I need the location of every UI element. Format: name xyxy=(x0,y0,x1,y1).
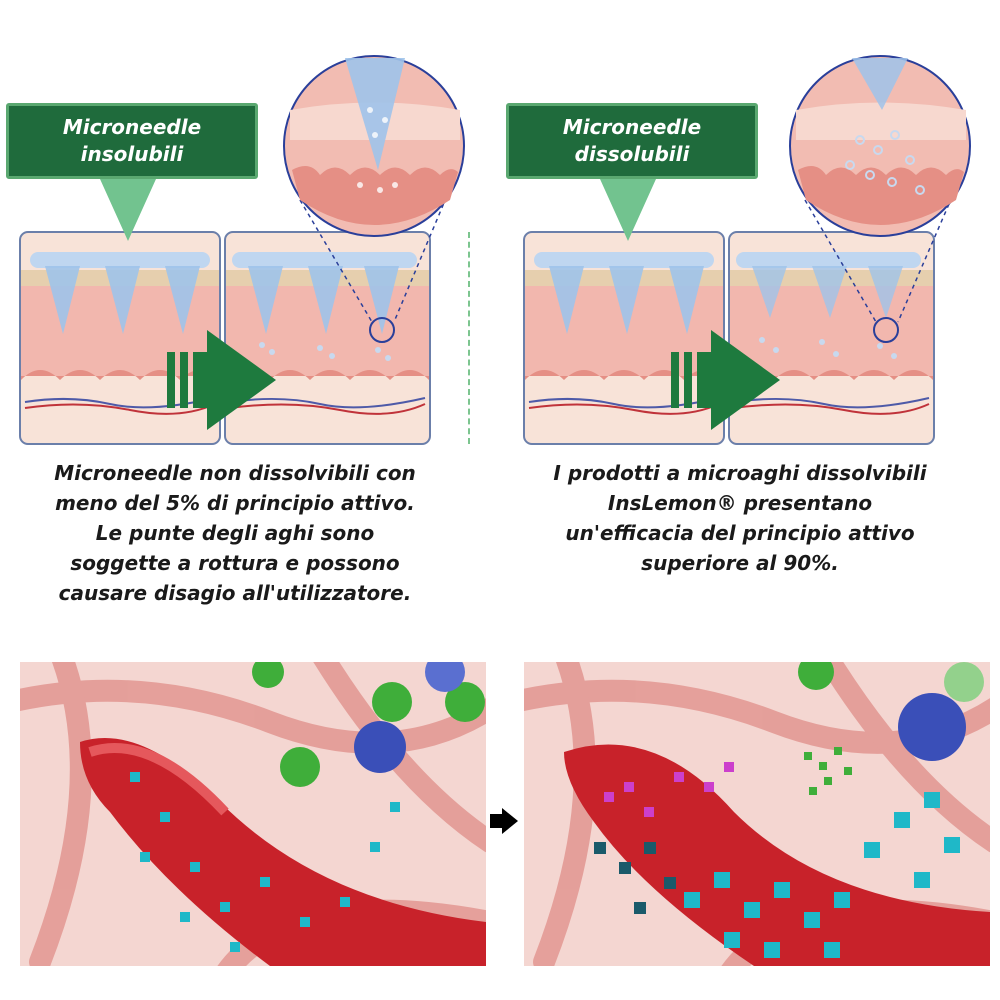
blood-vessel xyxy=(80,738,486,966)
panel-insoluble: Microneedle insolubili xyxy=(0,0,500,640)
insoluble-caption-line: meno del 5% di principio attivo. xyxy=(55,491,415,515)
insoluble-caption-line: Le punte degli aghi sono xyxy=(95,521,375,545)
insoluble-label: Microneedle insolubili xyxy=(6,103,258,179)
insoluble-label-line-1: Microneedle xyxy=(62,115,202,139)
dissolvable-label: Microneedle dissolubili xyxy=(506,103,758,179)
needle xyxy=(165,266,200,334)
insoluble-tissue-illustration xyxy=(20,662,486,966)
dissolvable-label-line-1: Microneedle xyxy=(562,115,702,139)
dissolvable-caption-line: superiore al 90%. xyxy=(641,551,839,575)
zoom-marker xyxy=(873,317,899,343)
skin-box-before xyxy=(523,231,725,445)
arrow-right-icon xyxy=(671,330,780,430)
zoom-marker xyxy=(369,317,395,343)
insoluble-label-line-2: insolubili xyxy=(80,142,184,166)
particles-dark xyxy=(594,842,676,914)
insoluble-caption-line: soggette a rottura e possono xyxy=(70,551,400,575)
dissolvable-label-line-2: dissolubili xyxy=(574,142,690,166)
insoluble-caption-line: causare disagio all'utilizzatore. xyxy=(58,581,412,605)
insoluble-caption-line: Microneedle non dissolvibili con xyxy=(54,461,416,485)
particles-cyan xyxy=(684,792,960,958)
zoom-circle xyxy=(283,55,465,323)
insoluble-skin-diagram xyxy=(19,55,465,445)
panel-divider xyxy=(468,232,470,444)
dissolvable-caption-line: InsLemon® presentano xyxy=(607,491,873,515)
skin-box-after xyxy=(224,231,431,445)
zoom-circle xyxy=(789,55,971,323)
dissolvable-caption: I prodotti a microaghi dissolvibili InsL… xyxy=(520,458,960,578)
insoluble-caption: Microneedle non dissolvibili con meno de… xyxy=(0,458,470,608)
panel-dissolvable: Microneedle dissolubili xyxy=(500,0,1000,640)
skin-box-after xyxy=(728,231,935,445)
particles-green xyxy=(804,747,852,795)
insoluble-label-pointer xyxy=(100,179,156,241)
particles-magenta xyxy=(604,762,734,817)
particles xyxy=(130,772,400,952)
needle xyxy=(105,266,140,334)
dissolvable-caption-line: un'efficacia del principio attivo xyxy=(565,521,915,545)
skin-box-before xyxy=(19,231,221,445)
arrow-right-icon xyxy=(167,330,276,430)
dissolvable-caption-line: I prodotti a microaghi dissolvibili xyxy=(553,461,927,485)
dissolvable-skin-diagram xyxy=(523,55,971,445)
dissolvable-tissue-illustration xyxy=(524,662,990,966)
arrow-right-icon xyxy=(490,808,518,834)
blood-vessel xyxy=(564,744,990,966)
dissolvable-label-pointer xyxy=(600,179,656,241)
needle xyxy=(45,266,80,334)
